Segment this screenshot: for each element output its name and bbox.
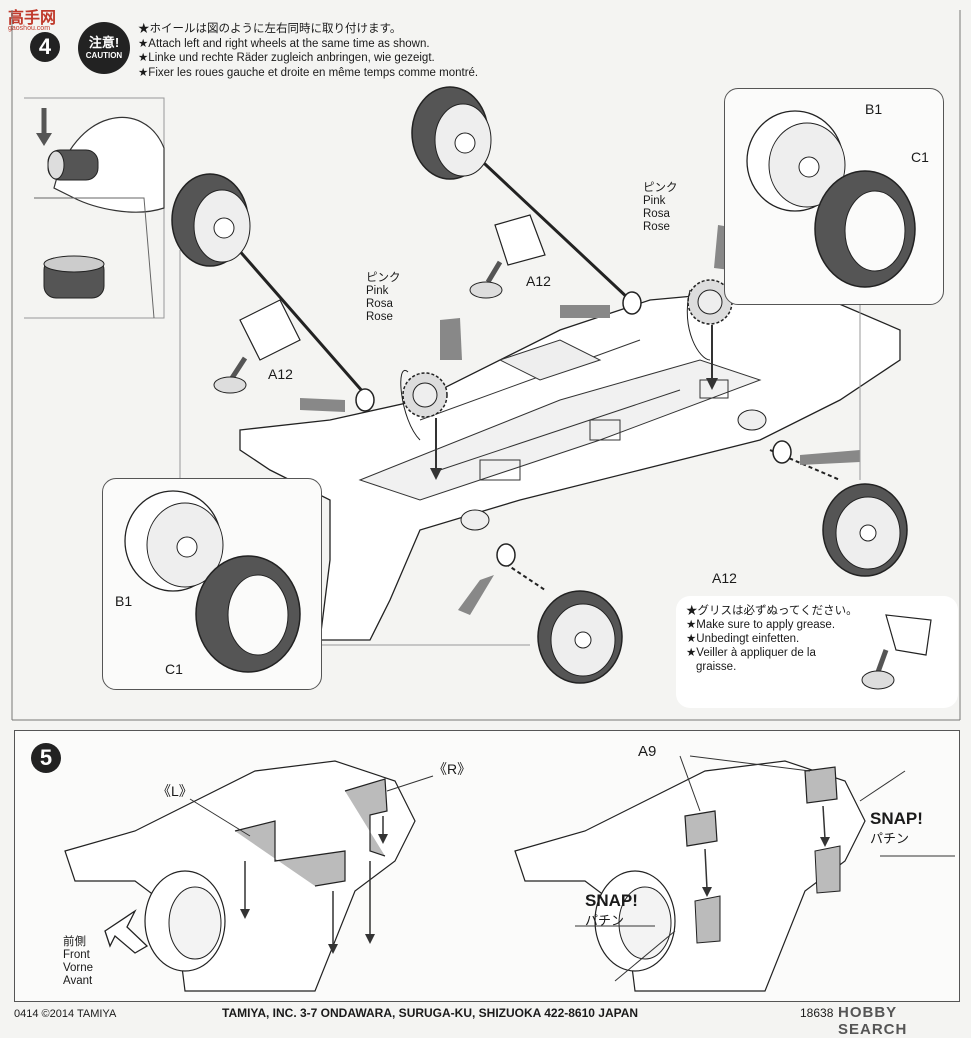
wheel-top-center [411,86,492,180]
step5-right-illustration [514,755,955,992]
instruction-fr: ★Fixer les roues gauche et droite en mêm… [138,66,479,79]
snap-left-en: SNAP! [585,891,638,910]
snap-right-jp: パチン [870,831,910,846]
caution-jp: 注意! [88,35,120,50]
caution-badge: 注意! CAUTION [78,22,130,74]
footer-address: TAMIYA, INC. 3-7 ONDAWARA, SURUGA-KU, SH… [222,1006,639,1020]
pink-label-left: ピンク Pink Rosa Rose [366,272,401,324]
grease-note-jp: ★グリスは必ずぬってください。 [686,605,858,617]
step5-section: 5 《L》 《R》 前側 Front Vorne Avant [14,730,960,1002]
label-l: 《L》 [157,783,193,799]
grease-tube-icon [861,614,932,690]
watermark-sub: gaoshou.com [8,25,51,32]
snap-left-jp: パチン [585,913,625,928]
label-r: 《R》 [433,761,472,777]
inset-top-right: B1 C1 [724,88,944,305]
caution-en: CAUTION [85,51,123,60]
pink-right-es: Rosa [643,208,670,220]
pink-left-fr: Rose [366,311,393,323]
step5-left-illustration [64,760,434,992]
pink-left-en: Pink [366,285,389,297]
front-de: Vorne [63,962,94,974]
wheel-bottom [537,590,623,684]
label-a12-top: A12 [526,273,551,289]
instruction-en: ★Attach left and right wheels at the sam… [138,37,430,50]
grease-note-fr-2: graisse. [696,661,737,673]
label-a9: A9 [638,743,657,760]
snap-label-right: SNAP! パチン [870,809,923,849]
grease-note-en: ★Make sure to apply grease. [686,619,836,631]
instruction-de: ★Linke und rechte Räder zugleich anbring… [138,52,435,64]
label-c1-bottom: C1 [165,661,183,677]
step4-frame [11,10,961,721]
footer-watermark: HOBBY SEARCH [838,1004,908,1038]
inset-top-right-drawing [746,110,916,288]
pink-left-jp: ピンク [366,272,401,284]
label-a12-bottom: A12 [712,570,737,586]
footer-code: 18638 [800,1006,834,1020]
front-direction-label: 前側 Front Vorne Avant [63,936,93,988]
wheel-right [822,483,908,577]
inset-bottom-left-drawing [124,490,301,673]
chassis-illustration [179,148,901,646]
pink-right-en: Pink [643,195,666,207]
step4-number: 4 [30,32,60,62]
pink-right-fr: Rose [643,221,670,233]
snap-label-left: SNAP! パチン [585,891,638,931]
watermark-logo: 高手网 gaoshou.com [8,4,56,32]
step4-instructions: ★ホイールは図のように左右同時に取り付けます。 ★Attach left and… [138,22,478,80]
inset-bottom-left: B1 C1 [102,478,322,690]
label-a12-left: A12 [268,366,293,382]
pink-left-es: Rosa [366,298,393,310]
hand-inset-illustration [24,97,165,319]
grease-note-fr: ★Veiller à appliquer de la [686,647,816,659]
footer-copyright: 0414 ©2014 TAMIYA [14,1008,117,1020]
wheel-top-left [171,173,251,267]
front-fr: Avant [63,975,93,987]
front-en: Front [63,949,90,961]
label-b1-top: B1 [865,101,883,117]
front-jp: 前側 [63,936,86,948]
label-b1-bottom: B1 [115,593,133,609]
snap-right-en: SNAP! [870,809,923,828]
pink-right-jp: ピンク [643,182,678,194]
watermark-chars: 高手网 [8,10,57,27]
step5-number: 5 [31,743,61,773]
pink-label-right: ピンク Pink Rosa Rose [643,182,678,234]
label-c1-top: C1 [911,149,929,165]
grease-note-de: ★Unbedingt einfetten. [686,633,800,645]
instruction-jp: ★ホイールは図のように左右同時に取り付けます。 [138,23,402,35]
